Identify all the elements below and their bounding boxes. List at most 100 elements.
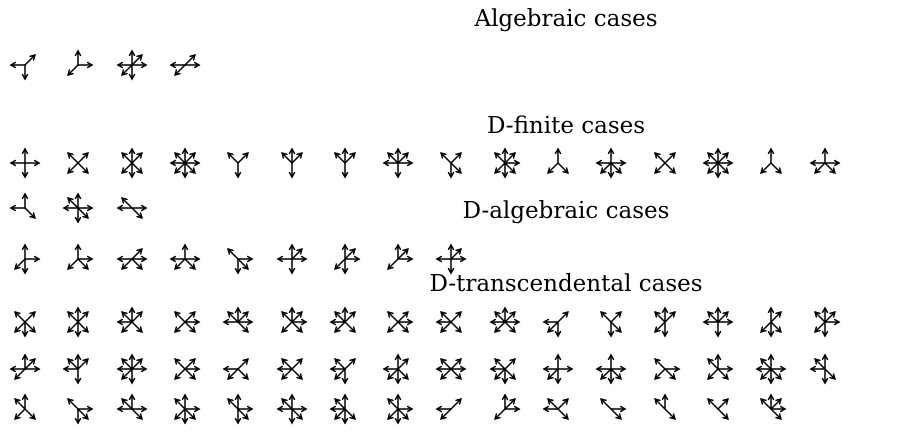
arrowhead-nw: [706, 358, 714, 365]
arrowhead-e: [407, 159, 414, 167]
step-ne: [290, 152, 303, 164]
step-sw: [227, 368, 239, 380]
step-nw: [334, 398, 346, 410]
step-sw: [120, 258, 133, 270]
arrowhead-w: [169, 61, 176, 69]
step-set-glyph: [115, 146, 149, 180]
arrowhead-n: [181, 243, 189, 251]
arrowhead-nw: [653, 152, 661, 159]
arrowhead-n: [75, 243, 82, 251]
arrowhead-w: [382, 365, 390, 373]
step-ne: [290, 248, 303, 260]
arrowhead-e: [87, 255, 94, 263]
arrowhead-sw: [760, 373, 767, 380]
arrowhead-ne: [509, 358, 516, 365]
step-nw: [334, 311, 346, 323]
arrowhead-n: [448, 243, 455, 251]
step-nw: [120, 152, 133, 164]
step-se: [184, 258, 196, 270]
arrowhead-ne: [722, 398, 729, 405]
step-se: [770, 408, 782, 420]
arrowhead-nw: [333, 311, 341, 318]
heading-dalgebraic: D-algebraic cases: [462, 198, 670, 224]
arrowhead-sw: [173, 263, 181, 270]
step-set-glyph: [61, 352, 95, 386]
step-set-glyph: [168, 305, 202, 339]
arrowhead-e: [407, 405, 414, 413]
arrowhead-s: [501, 171, 508, 179]
step-ne: [397, 248, 409, 260]
step-set-glyph: [381, 146, 415, 180]
arrowhead-s: [75, 216, 82, 224]
arrowhead-se: [242, 413, 250, 420]
arrowhead-sw: [547, 373, 554, 380]
arrowhead-s: [128, 377, 135, 385]
step-ne: [397, 358, 409, 370]
arrowhead-sw: [600, 167, 607, 174]
step-nw: [14, 311, 26, 323]
step-sw: [440, 408, 453, 420]
step-ne: [610, 311, 622, 323]
arrowhead-se: [242, 263, 250, 270]
step-set-glyph: [275, 352, 309, 386]
arrowhead-e: [193, 61, 201, 69]
arrowhead-sw: [493, 413, 501, 420]
arrowhead-nw: [440, 311, 448, 318]
step-se: [130, 258, 143, 270]
step-ne: [344, 358, 356, 370]
step-ne: [770, 398, 782, 410]
arrowhead-s: [714, 330, 722, 338]
step-ne: [503, 398, 516, 410]
arrowhead-ne: [242, 358, 250, 365]
step-ne: [184, 358, 196, 370]
step-set-glyph: [275, 305, 309, 339]
arrowhead-nw: [280, 311, 288, 318]
step-ne: [237, 358, 249, 370]
row-dalgebraic: [0, 242, 922, 282]
arrowhead-s: [608, 377, 615, 385]
step-sw: [174, 258, 186, 270]
heading-algebraic: Algebraic cases: [474, 6, 658, 32]
step-sw: [547, 321, 559, 333]
arrowhead-ne: [242, 311, 250, 318]
arrowhead-ne: [509, 152, 516, 159]
step-se: [130, 408, 143, 420]
arrowhead-nw: [280, 152, 288, 159]
arrowhead-e: [87, 61, 94, 69]
step-set-glyph: [701, 392, 735, 426]
arrowhead-sw: [333, 413, 341, 420]
arrowhead-ne: [455, 311, 463, 318]
arrowhead-s: [75, 417, 82, 425]
step-ne: [450, 398, 463, 410]
step-ne: [24, 358, 36, 370]
arrowhead-nw: [706, 398, 714, 405]
step-set-glyph: [115, 48, 149, 82]
arrowhead-se: [775, 167, 783, 174]
arrowhead-n: [661, 393, 668, 401]
arrowhead-nw: [706, 311, 714, 318]
arrowhead-nw: [173, 358, 181, 365]
step-ne: [450, 311, 463, 323]
step-ne: [24, 311, 36, 323]
arrowhead-sw: [333, 326, 341, 333]
step-sw: [67, 321, 80, 333]
arrowhead-sw: [120, 167, 128, 174]
arrowhead-n: [714, 306, 722, 314]
step-nw: [440, 311, 453, 323]
step-nw: [707, 311, 719, 323]
step-sw: [707, 368, 719, 380]
step-se: [823, 162, 836, 174]
arrowhead-s: [234, 417, 242, 425]
step-ne: [344, 152, 356, 164]
arrowhead-e: [193, 405, 201, 413]
arrowhead-n: [21, 393, 29, 401]
step-nw: [387, 311, 399, 323]
arrowhead-nw: [813, 311, 821, 318]
arrowhead-n: [21, 353, 29, 361]
step-se: [130, 162, 143, 174]
arrowhead-sw: [173, 373, 181, 380]
arrowhead-ne: [135, 152, 143, 159]
arrowhead-se: [722, 413, 729, 420]
arrowhead-n: [608, 353, 615, 361]
step-sw: [67, 258, 80, 270]
